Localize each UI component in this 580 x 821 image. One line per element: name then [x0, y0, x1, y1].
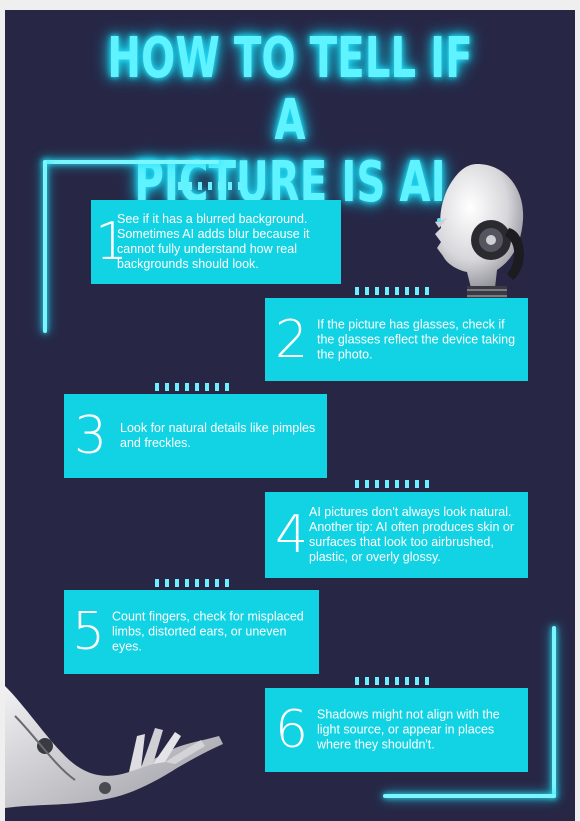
tip-6-dots	[355, 677, 433, 685]
robot-head-icon	[435, 164, 524, 310]
tip-number-4: 4	[275, 505, 309, 565]
tip-number-3: 3	[74, 406, 108, 466]
tip-4-dots	[355, 480, 433, 488]
neon-line-top-left-vertical	[43, 160, 47, 333]
tip-card-6: 6 Shadows might not align with the light…	[265, 688, 528, 772]
tip-number-6: 6	[275, 700, 309, 760]
tip-text-6: Shadows might not align with the light s…	[317, 707, 500, 752]
robot-hand-icon	[5, 686, 223, 808]
tip-text-5: Count fingers, check for misplaced limbs…	[112, 609, 304, 654]
tip-card-4: 4 AI pictures don't always look natural.…	[265, 492, 528, 578]
tip-card-3: 3 Look for natural details like pimples …	[64, 394, 327, 478]
infographic-poster: HOW TO TELL IF A PICTURE IS AI	[5, 10, 575, 821]
tip-card-1: 1 See if it has a blurred background. So…	[91, 200, 341, 284]
tip-1-dots	[168, 182, 246, 190]
tip-number-1: 1	[95, 212, 129, 272]
tip-number-2: 2	[275, 309, 309, 370]
tip-card-5: 5 Count fingers, check for misplaced lim…	[64, 590, 319, 674]
tip-5-dots	[155, 579, 233, 587]
neon-line-bottom-right-horizontal	[383, 794, 556, 798]
tip-2-dots	[355, 287, 433, 295]
tip-text-2: If the picture has glasses, check if the…	[317, 317, 516, 361]
title-line-1: HOW TO TELL IF A	[107, 26, 473, 153]
tip-text-3: Look for natural details like pimples an…	[120, 421, 316, 450]
neon-line-bottom-right-vertical	[552, 626, 556, 798]
tip-number-5: 5	[72, 602, 106, 662]
tip-card-2: 2 If the picture has glasses, check if t…	[265, 298, 528, 381]
neon-line-top-left-horizontal	[43, 160, 219, 164]
tip-text-4: AI pictures don't always look natural. A…	[309, 505, 514, 564]
tip-text-1: See if it has a blurred background. Some…	[117, 212, 310, 271]
tip-3-dots	[155, 383, 233, 391]
